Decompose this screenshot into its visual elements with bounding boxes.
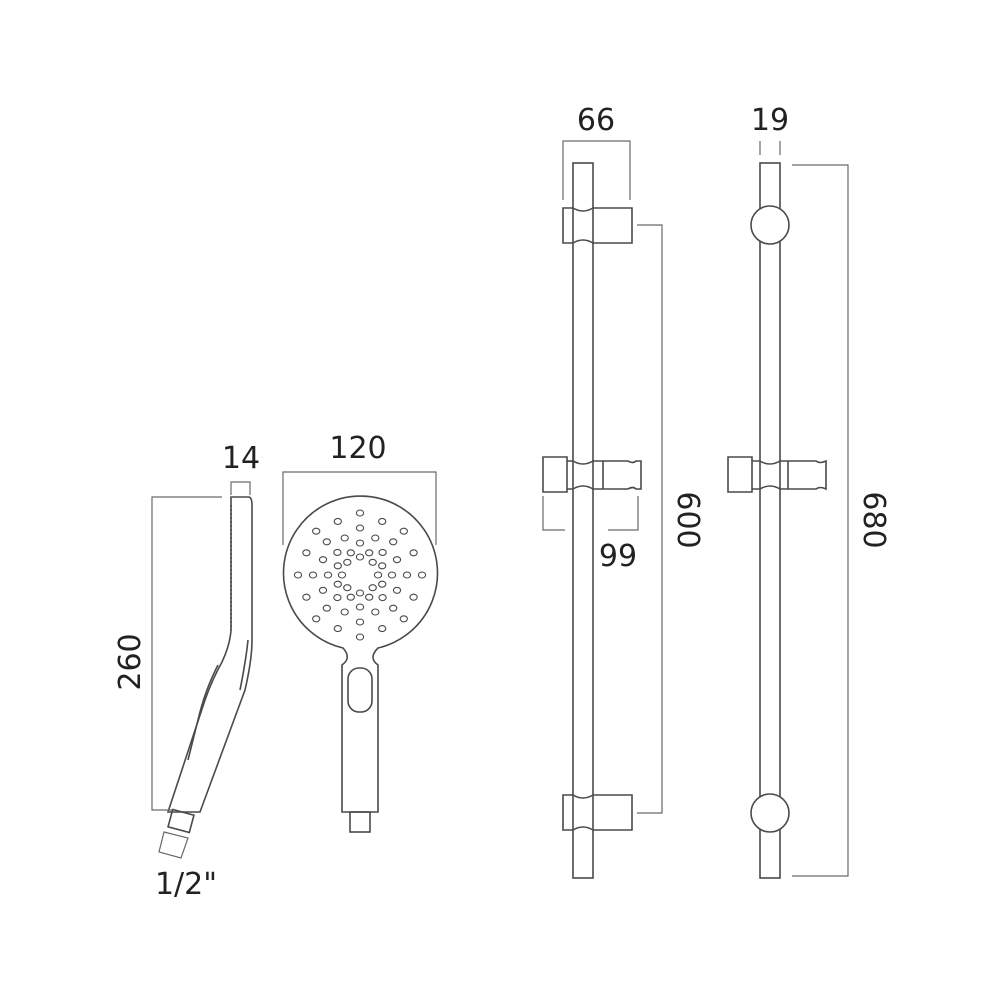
dimension-rail-length: 680 (792, 164, 891, 877)
label-600: 600 (670, 491, 705, 548)
nozzle (378, 625, 387, 633)
nozzle (378, 594, 387, 602)
dimension-bracket-spacing: 600 (637, 224, 705, 814)
dimension-handset-length: 260 (113, 496, 222, 811)
nozzle (392, 586, 402, 594)
nozzle (365, 549, 374, 557)
label-thread-size: 1/2" (155, 867, 217, 902)
nozzle (322, 604, 331, 612)
nozzle (371, 534, 380, 542)
dimension-rail-diameter: 19 (751, 103, 789, 155)
label-66: 66 (577, 103, 615, 138)
nozzle (302, 593, 311, 601)
label-120: 120 (329, 431, 386, 466)
nozzle (368, 584, 377, 592)
dimension-head-diameter: 120 (282, 431, 437, 545)
handset-front-view (282, 495, 439, 833)
nozzle (333, 548, 342, 556)
dimension-holder-projection: 99 (542, 496, 639, 574)
nozzle (373, 571, 383, 579)
nozzle (293, 571, 303, 579)
nozzle (399, 615, 408, 623)
spray-nozzles (293, 509, 427, 641)
nozzle (389, 538, 398, 546)
nozzle (399, 527, 408, 535)
nozzle (346, 593, 355, 601)
label-19: 19 (751, 103, 789, 138)
nozzle (333, 562, 342, 570)
riser-rail-front (542, 162, 642, 879)
riser-rail-side (727, 162, 827, 879)
nozzle (333, 625, 342, 633)
handset-side-view (158, 496, 253, 859)
nozzle (340, 608, 349, 616)
nozzle (355, 618, 365, 626)
nozzle (312, 615, 321, 623)
nozzle (402, 571, 412, 579)
nozzle (340, 534, 349, 542)
nozzle (355, 539, 365, 547)
nozzle (409, 549, 418, 557)
dimension-bracket-width: 66 (562, 103, 631, 200)
nozzle (371, 608, 380, 616)
label-260: 260 (113, 633, 148, 690)
label-680: 680 (856, 491, 891, 548)
nozzle (389, 604, 398, 612)
nozzle (355, 603, 365, 611)
nozzle (308, 571, 318, 579)
nozzle (355, 524, 365, 532)
nozzle (387, 571, 397, 579)
nozzle (417, 571, 427, 579)
nozzle (333, 594, 342, 602)
nozzle (368, 558, 377, 566)
nozzle (346, 549, 355, 557)
nozzle (378, 562, 387, 570)
nozzle (343, 584, 352, 592)
dimension-handset-depth: 14 (222, 441, 260, 495)
nozzle (365, 593, 374, 601)
nozzle (409, 593, 418, 601)
nozzle (355, 553, 365, 561)
nozzle (323, 571, 333, 579)
nozzle (343, 558, 352, 566)
nozzle (378, 548, 387, 556)
nozzle (337, 571, 347, 579)
label-14: 14 (222, 441, 260, 476)
nozzle (322, 538, 331, 546)
nozzle (318, 586, 328, 594)
nozzle (312, 527, 321, 535)
nozzle (302, 549, 311, 557)
nozzle (355, 509, 365, 517)
nozzle (333, 517, 342, 525)
nozzle (355, 589, 365, 597)
nozzle (355, 633, 365, 641)
nozzle (333, 580, 342, 588)
nozzle (378, 580, 387, 588)
nozzle (318, 556, 328, 564)
nozzle (378, 517, 387, 525)
nozzle (392, 556, 402, 564)
label-99: 99 (599, 539, 637, 574)
